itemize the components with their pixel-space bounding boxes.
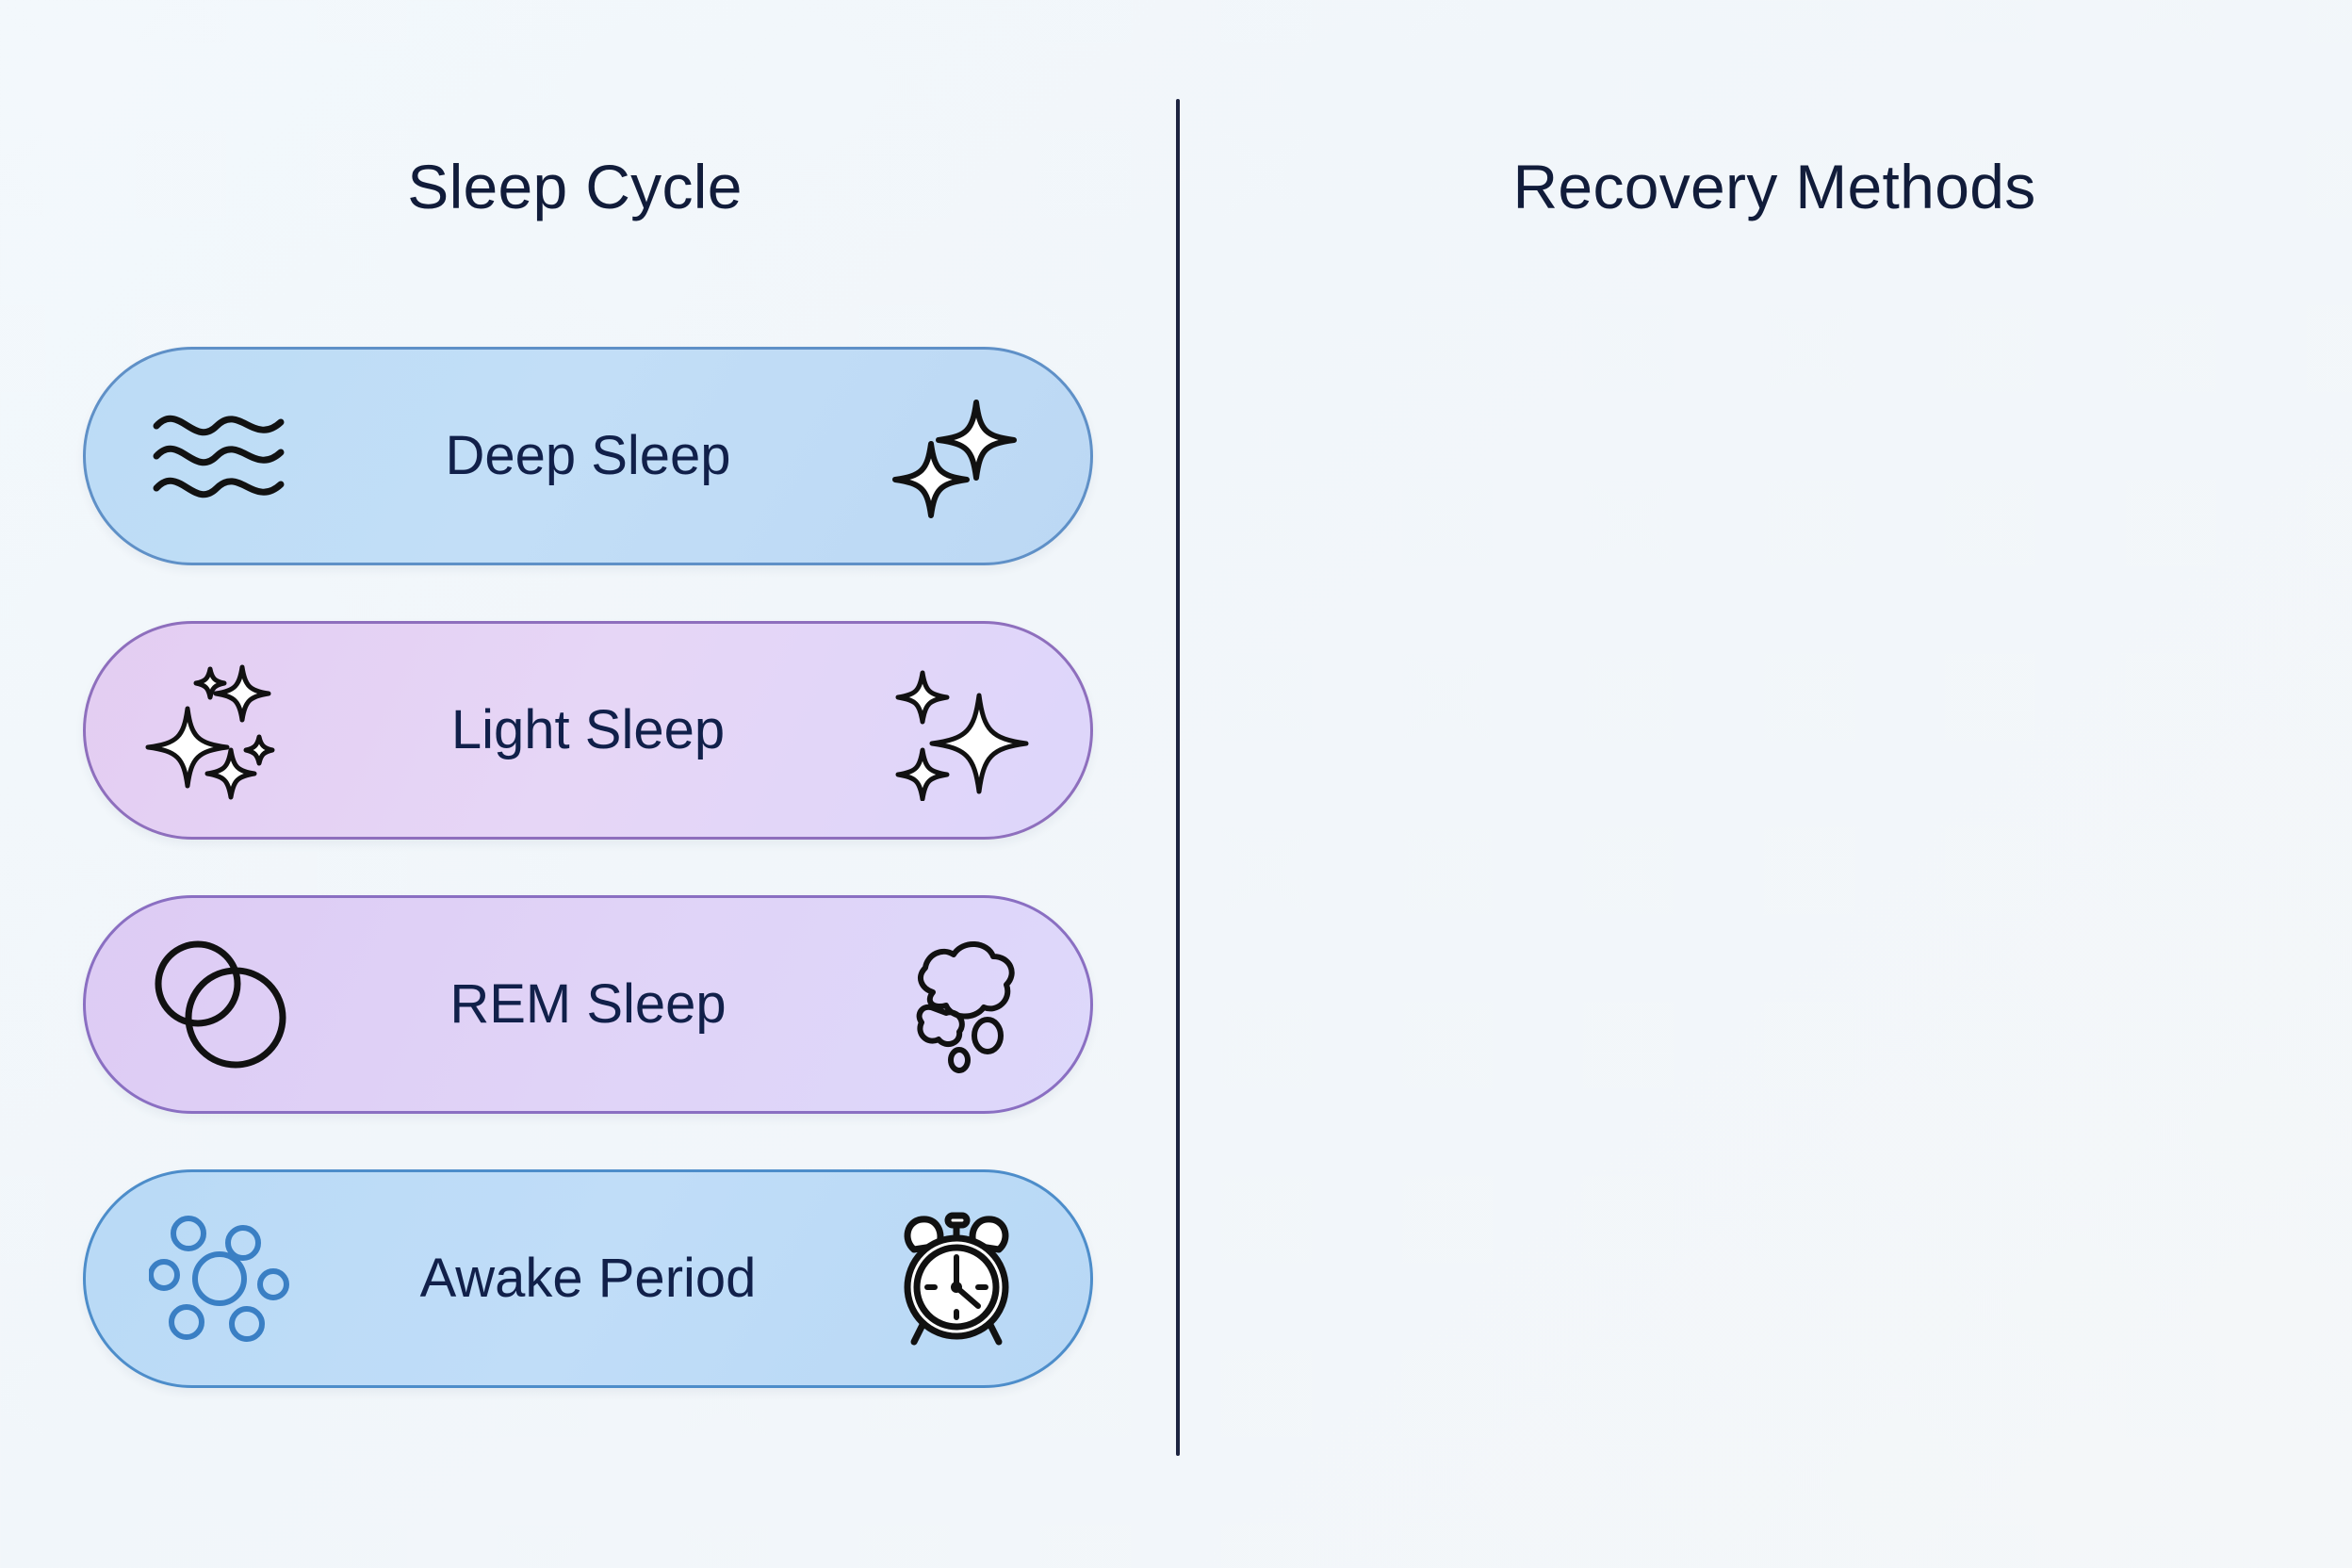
card-label-light-sleep: Light Sleep	[450, 698, 726, 760]
column-title-recovery-methods: Recovery Methods	[1512, 151, 2036, 221]
column-divider	[1176, 99, 1180, 1456]
card-label-deep-sleep: Deep Sleep	[445, 424, 731, 486]
card-list-sleep-cycle: Deep Sleep	[83, 347, 1093, 1388]
sparkle-pair-icon	[881, 381, 1032, 531]
thought-bubble-icon	[881, 929, 1032, 1080]
card-light-sleep[interactable]: Light Sleep	[83, 621, 1093, 840]
card-label-awake-period: Awake Period	[419, 1247, 757, 1309]
sparkle-cluster-icon	[881, 655, 1032, 806]
card-rem-sleep[interactable]: REM Sleep	[83, 895, 1093, 1114]
wave-lines-icon	[144, 381, 295, 531]
column-title-sleep-cycle: Sleep Cycle	[407, 151, 743, 221]
card-deep-sleep[interactable]: Deep Sleep	[83, 347, 1093, 565]
card-awake-period[interactable]: Awake Period	[83, 1169, 1093, 1388]
column-sleep-cycle: Sleep Cycle Deep Sleep	[83, 151, 1093, 1388]
bubble-cluster-icon	[144, 1203, 295, 1354]
sparkle-cluster-icon	[144, 655, 295, 806]
alarm-clock-icon	[881, 1203, 1032, 1354]
column-recovery-methods: Recovery Methods Napping (20-30 mins)	[1178, 0, 2352, 1568]
overlapping-circles-icon	[144, 929, 295, 1080]
card-label-rem-sleep: REM Sleep	[449, 972, 727, 1035]
